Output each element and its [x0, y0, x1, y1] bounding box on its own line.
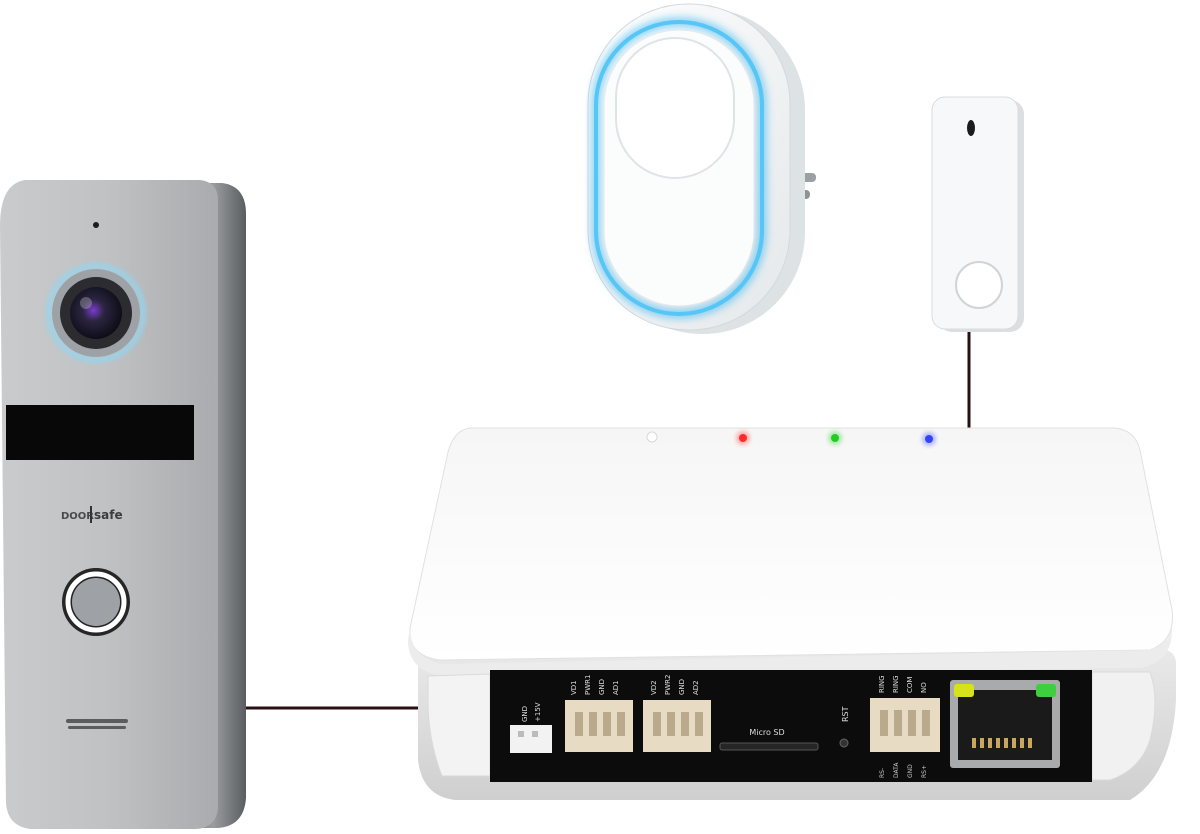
- doorbell-brand-door: DOOR: [61, 511, 94, 522]
- label-gnd3: GND: [907, 764, 914, 778]
- port-3-labels-top: RING RING COM NO: [878, 675, 928, 693]
- status-led-red: [739, 434, 747, 442]
- label-rs-minus: RS-: [879, 768, 886, 778]
- power-pin: [518, 731, 524, 737]
- control-hub: GND +15V VD1 PWR1 GND AD1 VD2 PWR2 GND A…: [408, 427, 1176, 800]
- hub-right-side-notch: [1091, 671, 1156, 781]
- ethernet-led-left: [954, 684, 974, 697]
- power-pin: [532, 731, 538, 737]
- sensor-indicator: [967, 120, 975, 136]
- hub-lid-edge: [408, 618, 1173, 676]
- video-doorbell: DOOR safe: [0, 180, 246, 829]
- port-2-labels: VD2 PWR2 GND AD2: [650, 675, 700, 695]
- label-vd2: VD2: [650, 680, 658, 695]
- wired-push-button-sensor: [931, 96, 1024, 332]
- label-com: COM: [906, 677, 914, 693]
- rst-label: RST: [841, 706, 850, 722]
- micro-sd-slot[interactable]: [719, 742, 819, 751]
- plug-in-chime: ‹ ≋ ♪: [587, 3, 816, 334]
- sensor-button[interactable]: [955, 261, 1003, 309]
- port-3-labels-bottom: RS- DATA GND RS+: [879, 762, 928, 778]
- port-1-pins: [575, 712, 625, 736]
- doorbell-brand-divider: [90, 506, 92, 523]
- ethernet-led-right: [1036, 684, 1056, 697]
- power-connector[interactable]: [510, 725, 552, 753]
- camera-lens-icon: [70, 287, 122, 339]
- port-3-pins: [880, 710, 930, 736]
- label-ad2: AD2: [692, 680, 700, 695]
- doorbell-front: [0, 180, 218, 829]
- port-1-labels: VD1 PWR1 GND AD1: [570, 675, 620, 695]
- hub-left-side-notch: [427, 673, 491, 777]
- chime-top-button[interactable]: [615, 37, 735, 179]
- reset-button[interactable]: [839, 738, 849, 748]
- speaker-grille: [66, 719, 128, 729]
- status-led-blue: [925, 435, 933, 443]
- camera-lens-highlight: [80, 297, 92, 309]
- hub-top-lid: [409, 427, 1174, 661]
- label-gnd-power: GND: [521, 706, 529, 722]
- chime-light-ring: [594, 20, 764, 316]
- label-ad1: AD1: [612, 680, 620, 695]
- label-ring2: RING: [892, 675, 900, 693]
- power-labels: GND +15V: [521, 702, 542, 722]
- status-led-green: [831, 434, 839, 442]
- ethernet-contacts: [972, 738, 1032, 748]
- label-no: NO: [920, 682, 928, 693]
- doorbell-brand-safe: safe: [94, 508, 123, 522]
- label-gnd1: GND: [598, 679, 606, 695]
- label-gnd2: GND: [678, 679, 686, 695]
- label-ring1: RING: [878, 675, 886, 693]
- camera-glow-ring: [46, 263, 146, 363]
- ethernet-port-inner: [958, 690, 1052, 760]
- micro-sd-label: Micro SD: [749, 728, 784, 737]
- label-pwr1: PWR1: [584, 675, 592, 695]
- call-button-center: [72, 578, 120, 626]
- doorbell-mic-dot: [93, 222, 99, 228]
- label-vd1: VD1: [570, 680, 578, 695]
- status-led-white: [646, 431, 658, 443]
- label-rs-plus: RS+: [921, 765, 928, 778]
- doorbell-ir-strip: [6, 405, 194, 460]
- label-pwr2: PWR2: [664, 675, 672, 695]
- label-data: DATA: [893, 762, 900, 778]
- call-button-ring: [65, 571, 127, 633]
- label-15v: +15V: [534, 702, 542, 722]
- port-2-pins: [653, 712, 703, 736]
